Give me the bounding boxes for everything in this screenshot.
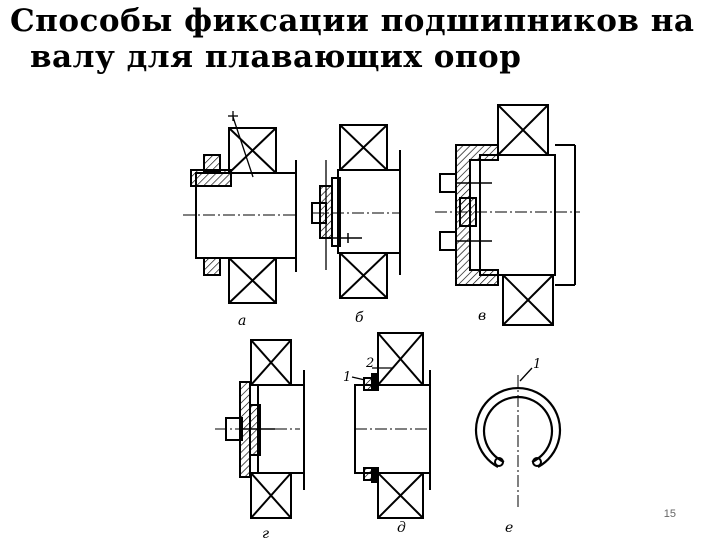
label-a: а [238,313,246,329]
callout-2-d: 2 [365,356,374,371]
label-d: д [397,520,406,536]
drawing-v [435,104,580,326]
callout-1-e: 1 [533,357,541,372]
slide-title-line-1: Способы фиксации подшипников на [10,3,695,39]
drawing-a [183,111,297,304]
drawing-e [474,367,562,510]
callout-1-d: 1 [343,370,351,385]
drawing-g [215,339,305,519]
label-e: е [505,520,513,536]
label-g: г [262,526,269,540]
label-v: в [478,308,486,324]
drawing-d [351,332,431,519]
drawing-b [311,124,401,299]
slide-number: 15 [663,508,676,520]
label-b: б [355,310,364,326]
slide-title-line-2: валу для плавающих опор [30,39,522,75]
